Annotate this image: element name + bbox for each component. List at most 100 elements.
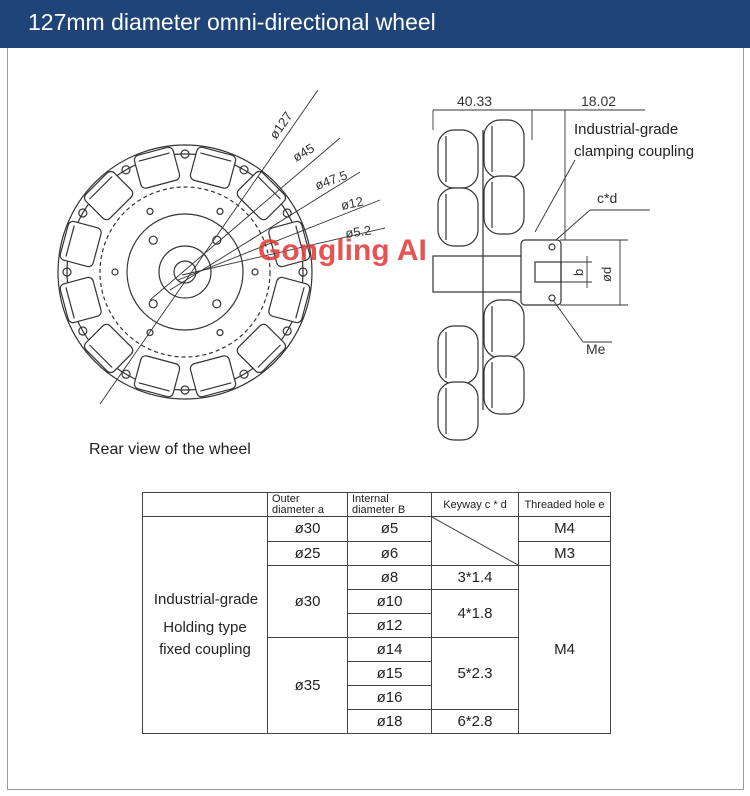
- cell-thread: M4: [518, 565, 611, 734]
- roller: [189, 355, 237, 398]
- coupling-note-line-2: clamping coupling: [574, 143, 695, 160]
- cell-outer: ø35: [267, 637, 348, 734]
- side-roller: [483, 355, 525, 415]
- rim-bolt-hole: [282, 326, 292, 336]
- cell-inner: ø8: [347, 565, 432, 590]
- table-side-label: Industrial-grade Holding type fixed coup…: [142, 516, 268, 734]
- roller-edge: [257, 176, 281, 200]
- dim-label-screw: Me: [586, 341, 606, 357]
- rim-bolt-hole: [239, 369, 249, 379]
- table-row: ø15: [143, 661, 611, 686]
- content-frame: [7, 48, 744, 790]
- dim-label-keyway: c*d: [597, 190, 617, 206]
- plate-hole: [251, 268, 259, 276]
- dim-leader-12: [177, 199, 381, 281]
- roller-body: [83, 323, 134, 374]
- hub-hole: [212, 299, 222, 309]
- roller: [236, 323, 287, 374]
- roller-edge: [295, 225, 305, 257]
- rim-bolt-hole: [62, 267, 72, 277]
- shaft-bore: [173, 260, 197, 284]
- table-row: ø35 ø14 5*2.3: [143, 637, 611, 734]
- plate-hole: [216, 329, 224, 337]
- roller: [268, 276, 311, 324]
- side-label-line-1: Industrial-grade: [153, 591, 259, 608]
- side-roller: [483, 175, 525, 235]
- table-row: ø18 6*2.8: [143, 709, 611, 734]
- side-label-line-3: fixed coupling: [159, 641, 251, 658]
- keyway-leader: [555, 209, 591, 241]
- roller: [133, 146, 181, 189]
- side-roller: [483, 119, 525, 179]
- roller-edge: [89, 344, 113, 368]
- coupling-note-line-1: Industrial-grade: [574, 121, 679, 138]
- hub-hole: [148, 235, 158, 245]
- rear-view-caption: Rear view of the wheel: [89, 441, 251, 458]
- hub-plate: [126, 213, 244, 331]
- plate-hole: [216, 207, 224, 215]
- header-outer-diameter: Outer diameter a: [267, 492, 348, 517]
- dim-label-b: b: [571, 269, 586, 276]
- header-outer-line-2: diameter a: [272, 503, 324, 516]
- roller-body: [83, 170, 134, 221]
- side-roller: [437, 129, 479, 189]
- rim-bolt-hole: [121, 165, 131, 175]
- roller-body: [59, 276, 102, 324]
- roller-edge: [138, 382, 170, 392]
- roller-edge: [295, 287, 305, 319]
- rim-bolt-hole: [239, 165, 249, 175]
- rim-bolt-hole: [180, 149, 190, 159]
- roller-body: [268, 220, 311, 268]
- header-inner-line-1: Internal: [352, 492, 389, 505]
- bolt-circle: [99, 186, 271, 358]
- roller: [83, 170, 134, 221]
- dim-leader-45: [149, 137, 341, 301]
- plate-hole: [146, 207, 154, 215]
- cell-inner: ø14: [347, 637, 432, 662]
- side-roller: [437, 187, 479, 247]
- spec-table: Outer diameter a Internal diameter B Key…: [142, 492, 611, 734]
- cell-thread: M3: [518, 540, 611, 566]
- screw-leader: [552, 299, 584, 343]
- dim-label-12: ø12: [340, 194, 365, 213]
- roller: [268, 220, 311, 268]
- wheel-inner-rim: [66, 153, 304, 391]
- dim-label-47-5: ø47.5: [313, 167, 349, 192]
- cell-keyway-diagonal: [431, 516, 519, 566]
- header-keyway: Keyway c * d: [431, 492, 519, 517]
- coupling-screw-bottom: [548, 294, 556, 302]
- cell-inner: ø5: [347, 516, 432, 542]
- coupling-screw-top: [548, 243, 556, 251]
- cell-inner: ø10: [347, 589, 432, 614]
- header-inner-line-2: diameter B: [352, 503, 406, 516]
- dim-label-18-02: 18.02: [581, 93, 616, 109]
- roller-edge: [200, 382, 232, 392]
- cell-outer: ø30: [267, 565, 348, 638]
- cell-outer: ø30: [267, 516, 348, 542]
- table-row: ø10 4*1.8: [143, 589, 611, 638]
- table-row: ø30 ø8 3*1.4 M4: [143, 565, 611, 734]
- cell-inner: ø12: [347, 613, 432, 638]
- roller: [59, 276, 102, 324]
- roller-edge: [65, 287, 75, 319]
- page-title: 127mm diameter omni-directional wheel: [28, 9, 436, 35]
- cell-thread: M4: [518, 516, 611, 542]
- dim-leader-5-2: [181, 227, 386, 276]
- table-row: ø12: [143, 613, 611, 638]
- header-blank: [142, 492, 268, 517]
- roller-edge: [65, 225, 75, 257]
- rim-bolt-hole: [78, 326, 88, 336]
- coupling-keyway: [534, 261, 562, 283]
- roller-edge: [138, 152, 170, 162]
- cell-inner: ø18: [347, 709, 432, 734]
- dim-leader-127: [99, 89, 319, 405]
- coupling-leader: [534, 159, 576, 233]
- plate-hole: [146, 329, 154, 337]
- roller: [59, 220, 102, 268]
- roller-edge: [89, 176, 113, 200]
- rim-bolt-hole: [180, 385, 190, 395]
- roller-body: [189, 355, 237, 398]
- side-label-line-2: Holding type: [163, 619, 247, 636]
- roller-edge: [200, 152, 232, 162]
- brand-watermark: Gongling AI: [258, 234, 427, 267]
